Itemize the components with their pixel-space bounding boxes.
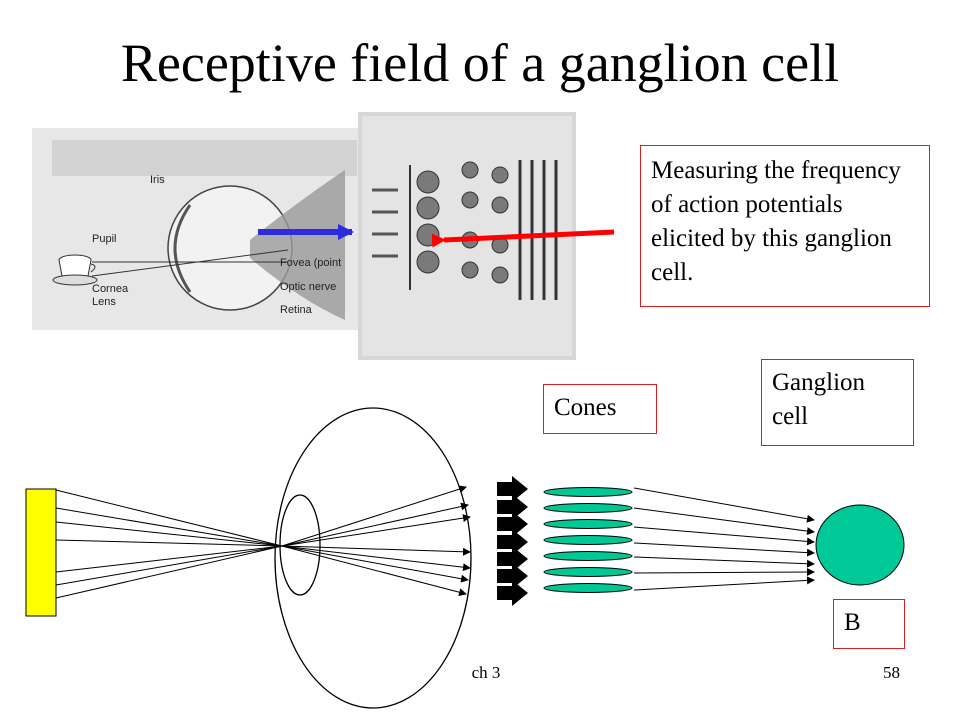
eye-label-fovea: Fovea (point [280, 257, 341, 269]
eye-label-pupil: Pupil [92, 233, 116, 245]
stimulus-bar [25, 488, 57, 617]
ganglion-cell [815, 504, 905, 586]
eye-label-optic-nerve: Optic nerve [280, 281, 336, 293]
cones-label: Cones [543, 384, 657, 434]
measurement-note: Measuring the frequency of action potent… [640, 145, 930, 307]
eye-label-lens: Lens [92, 296, 116, 308]
incoming-photon-arrows [497, 476, 528, 606]
slide-number: 58 [883, 663, 900, 682]
ganglion-cell-label: Ganglion cell [761, 359, 914, 446]
b-label: B [833, 599, 905, 649]
cone-cell [543, 503, 633, 513]
slide-title: Receptive field of a ganglion cell [120, 33, 840, 93]
retina-layers-figure [358, 112, 576, 360]
teacup-icon [52, 254, 98, 286]
light-rays [55, 485, 471, 599]
eyeball-outline [274, 407, 472, 709]
cone-cell [543, 487, 633, 497]
cone-cell [543, 519, 633, 529]
eye-label-cornea: Cornea [92, 283, 129, 295]
cone-cell [543, 535, 633, 545]
eye-label-retina: Retina [280, 304, 313, 316]
cone-to-ganglion-arrows [633, 487, 815, 591]
footer-chapter: ch 3 [471, 663, 501, 682]
cone-cells [543, 487, 633, 593]
cone-cell [543, 567, 633, 577]
cone-cell [543, 551, 633, 561]
cone-cell [543, 583, 633, 593]
red-pointer-arrow [431, 229, 615, 248]
eye-label-iris: Iris [150, 174, 165, 186]
